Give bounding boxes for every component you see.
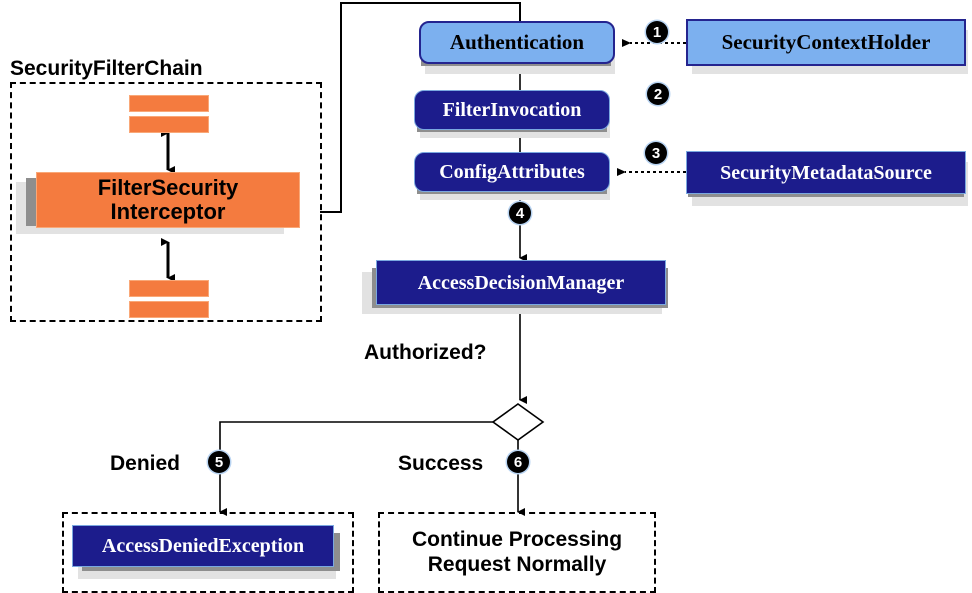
badge-1: 1: [646, 21, 668, 43]
security-metadata-source-label: SecurityMetadataSource: [720, 161, 932, 184]
interceptor-label-line1: FilterSecurity: [97, 174, 239, 200]
access-decision-manager-box[interactable]: AccessDecisionManager: [376, 260, 666, 305]
authentication-box[interactable]: Authentication: [419, 21, 615, 64]
access-denied-exception-label: AccessDeniedException: [101, 535, 305, 557]
filter-bar-2: [129, 116, 209, 133]
continue-processing-text: Continue Processing Request Normally: [380, 514, 654, 591]
config-attributes-label: ConfigAttributes: [439, 161, 585, 183]
filter-invocation-box[interactable]: FilterInvocation: [414, 90, 610, 130]
badge-5: 5: [208, 451, 230, 473]
config-attributes-box[interactable]: ConfigAttributes: [414, 152, 610, 192]
badge-3: 3: [645, 142, 667, 164]
continue-line-2: Request Normally: [427, 552, 607, 576]
filter-bar-3: [129, 280, 209, 297]
securityfilterchain-title: SecurityFilterChain: [10, 57, 203, 80]
continue-line-1: Continue Processing: [411, 528, 623, 552]
denied-outcome-container: [62, 512, 354, 593]
badge-6: 6: [507, 451, 529, 473]
filter-bar-4: [129, 301, 209, 318]
security-context-holder-box[interactable]: SecurityContextHolder: [686, 19, 966, 66]
access-decision-manager-label: AccessDecisionManager: [417, 271, 625, 294]
decision-diamond: [491, 403, 545, 441]
badge-4: 4: [509, 202, 531, 224]
interceptor-label-line2: Interceptor: [110, 199, 226, 224]
filter-bar-1: [129, 95, 209, 112]
filter-invocation-label: FilterInvocation: [442, 99, 582, 121]
authentication-label: Authentication: [449, 29, 585, 54]
access-denied-exception-box[interactable]: AccessDeniedException: [72, 525, 334, 567]
success-label: Success: [398, 452, 484, 475]
security-context-holder-label: SecurityContextHolder: [721, 29, 931, 54]
filter-security-interceptor-box[interactable]: FilterSecurity Interceptor: [36, 172, 300, 228]
denied-label: Denied: [110, 452, 181, 475]
authorized-label: Authorized?: [364, 341, 487, 364]
badge-2: 2: [647, 83, 669, 105]
security-metadata-source-box[interactable]: SecurityMetadataSource: [686, 151, 966, 194]
